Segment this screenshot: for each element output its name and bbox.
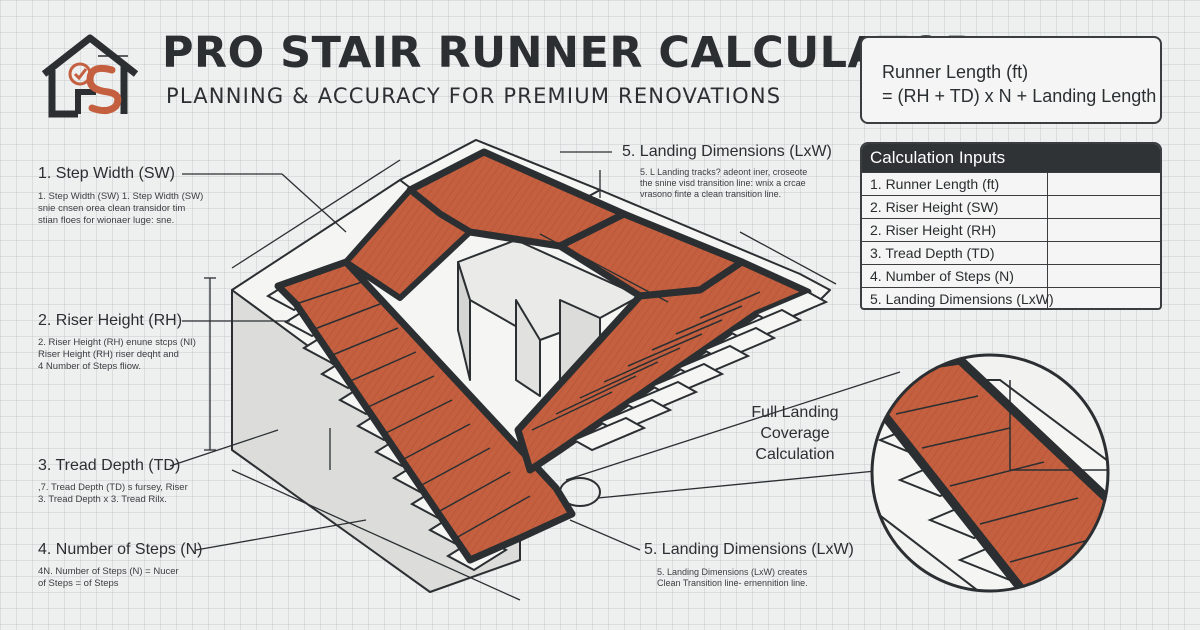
input-row[interactable]: 2. Riser Height (SW)	[862, 195, 1160, 218]
note-line: of Steps = of Steps	[38, 578, 119, 589]
input-label: 1. Runner Length (ft)	[862, 173, 1048, 195]
note-line: 2. Riser Height (RH) enune stcps (NI)	[38, 337, 196, 348]
runner-left-step-lines	[295, 281, 531, 539]
callout-landing-bottom-label: 5. Landing Dimensions (LxW)	[644, 541, 854, 558]
stair-steps-right	[571, 290, 829, 452]
coverage-line: Coverage	[760, 425, 830, 442]
dimension-lines	[204, 159, 837, 601]
runner-right-step-lines	[531, 291, 761, 431]
input-row[interactable]: 5. Landing Dimensions (LxW)	[862, 287, 1160, 308]
formula-box: Runner Length (ft) = (RH + TD) x N + Lan…	[860, 36, 1162, 124]
house-logo-icon	[41, 34, 139, 118]
note-line: 1. Step Width (SW) 1. Step Width (SW)	[38, 191, 204, 202]
input-label: 3. Tread Depth (TD)	[862, 242, 1048, 264]
page-title: PRO STAIR RUNNER CALCULATOR	[162, 28, 979, 78]
note-line: 4 Number of Steps fliow.	[38, 361, 141, 372]
callout-step-width-label: 1. Step Width (SW)	[38, 165, 175, 182]
input-label: 2. Riser Height (SW)	[862, 196, 1048, 218]
note-line: the snine visd transition line: wnix a c…	[640, 178, 806, 188]
note-line: vrasono finte a clean transition line.	[640, 189, 782, 199]
note-line: stian floes for wionaer luge: sne.	[38, 215, 175, 226]
note-line: 5. Landing Dimensions (LxW) creates	[657, 567, 808, 577]
callout-landing-top-note: 5. L Landing tracks? adeont iner, croseo…	[640, 167, 807, 200]
note-line: Clean Transition line- ernennition line.	[657, 578, 808, 588]
input-label: 4. Number of Steps (N)	[862, 265, 1048, 287]
formula-line-1: Runner Length (ft)	[882, 62, 1029, 82]
callout-landing-bottom-note: 5. Landing Dimensions (LxW) creates Clea…	[657, 567, 808, 589]
input-row[interactable]: 1. Runner Length (ft)	[862, 172, 1160, 195]
note-line: Riser Height (RH) riser deqht and	[38, 349, 179, 360]
zoom-detail-circle	[870, 353, 1110, 593]
runner-upper-flight	[343, 187, 473, 301]
input-row[interactable]: 4. Number of Steps (N)	[862, 264, 1160, 287]
page-subtitle: PLANNING & ACCURACY FOR PREMIUM RENOVATI…	[166, 84, 782, 108]
input-row[interactable]: 2. Riser Height (RH)	[862, 218, 1160, 241]
callout-number-of-steps-note: 4N. Number of Steps (N) = Nucer of Steps…	[38, 566, 179, 590]
callout-landing-top-label: 5. Landing Dimensions (LxW)	[622, 143, 832, 160]
note-line: snie cnsen orea clean transidor tim	[38, 203, 186, 214]
input-label: 5. Landing Dimensions (LxW)	[862, 288, 1054, 308]
callout-step-width-note: 1. Step Width (SW) 1. Step Width (SW) sn…	[38, 191, 203, 227]
runner-left-flight	[274, 258, 576, 564]
callout-leaders	[169, 151, 901, 551]
note-line: 5. L Landing tracks? adeont iner, croseo…	[640, 167, 808, 177]
note-line: ,7. Tread Depth (TD) s fursey, Riser	[38, 482, 188, 493]
landing-focus-marker	[559, 477, 601, 507]
coverage-line: Full Landing	[751, 404, 839, 421]
callout-riser-height-label: 2. Riser Height (RH)	[38, 312, 183, 329]
inputs-heading: Calculation Inputs	[862, 144, 1160, 172]
calculation-inputs-table: Calculation Inputs 1. Runner Length (ft)…	[860, 142, 1162, 310]
input-label: 2. Riser Height (RH)	[862, 219, 1048, 241]
note-line: 3. Tread Depth x 3. Tread Rilx.	[38, 494, 167, 505]
callout-tread-depth-note: ,7. Tread Depth (TD) s fursey, Riser 3. …	[38, 482, 188, 506]
coverage-line: Calculation	[755, 446, 835, 463]
callout-number-of-steps-label: 4. Number of Steps (N)	[38, 541, 203, 558]
note-line: 4N. Number of Steps (N) = Nucer	[38, 566, 179, 577]
coverage-label: Full Landing Coverage Calculation	[730, 402, 860, 465]
callout-riser-height-note: 2. Riser Height (RH) enune stcps (NI) Ri…	[38, 337, 196, 373]
formula-line-2: = (RH + TD) x N + Landing Length	[882, 86, 1157, 106]
input-row[interactable]: 3. Tread Depth (TD)	[862, 241, 1160, 264]
callout-tread-depth-label: 3. Tread Depth (TD)	[38, 457, 181, 474]
